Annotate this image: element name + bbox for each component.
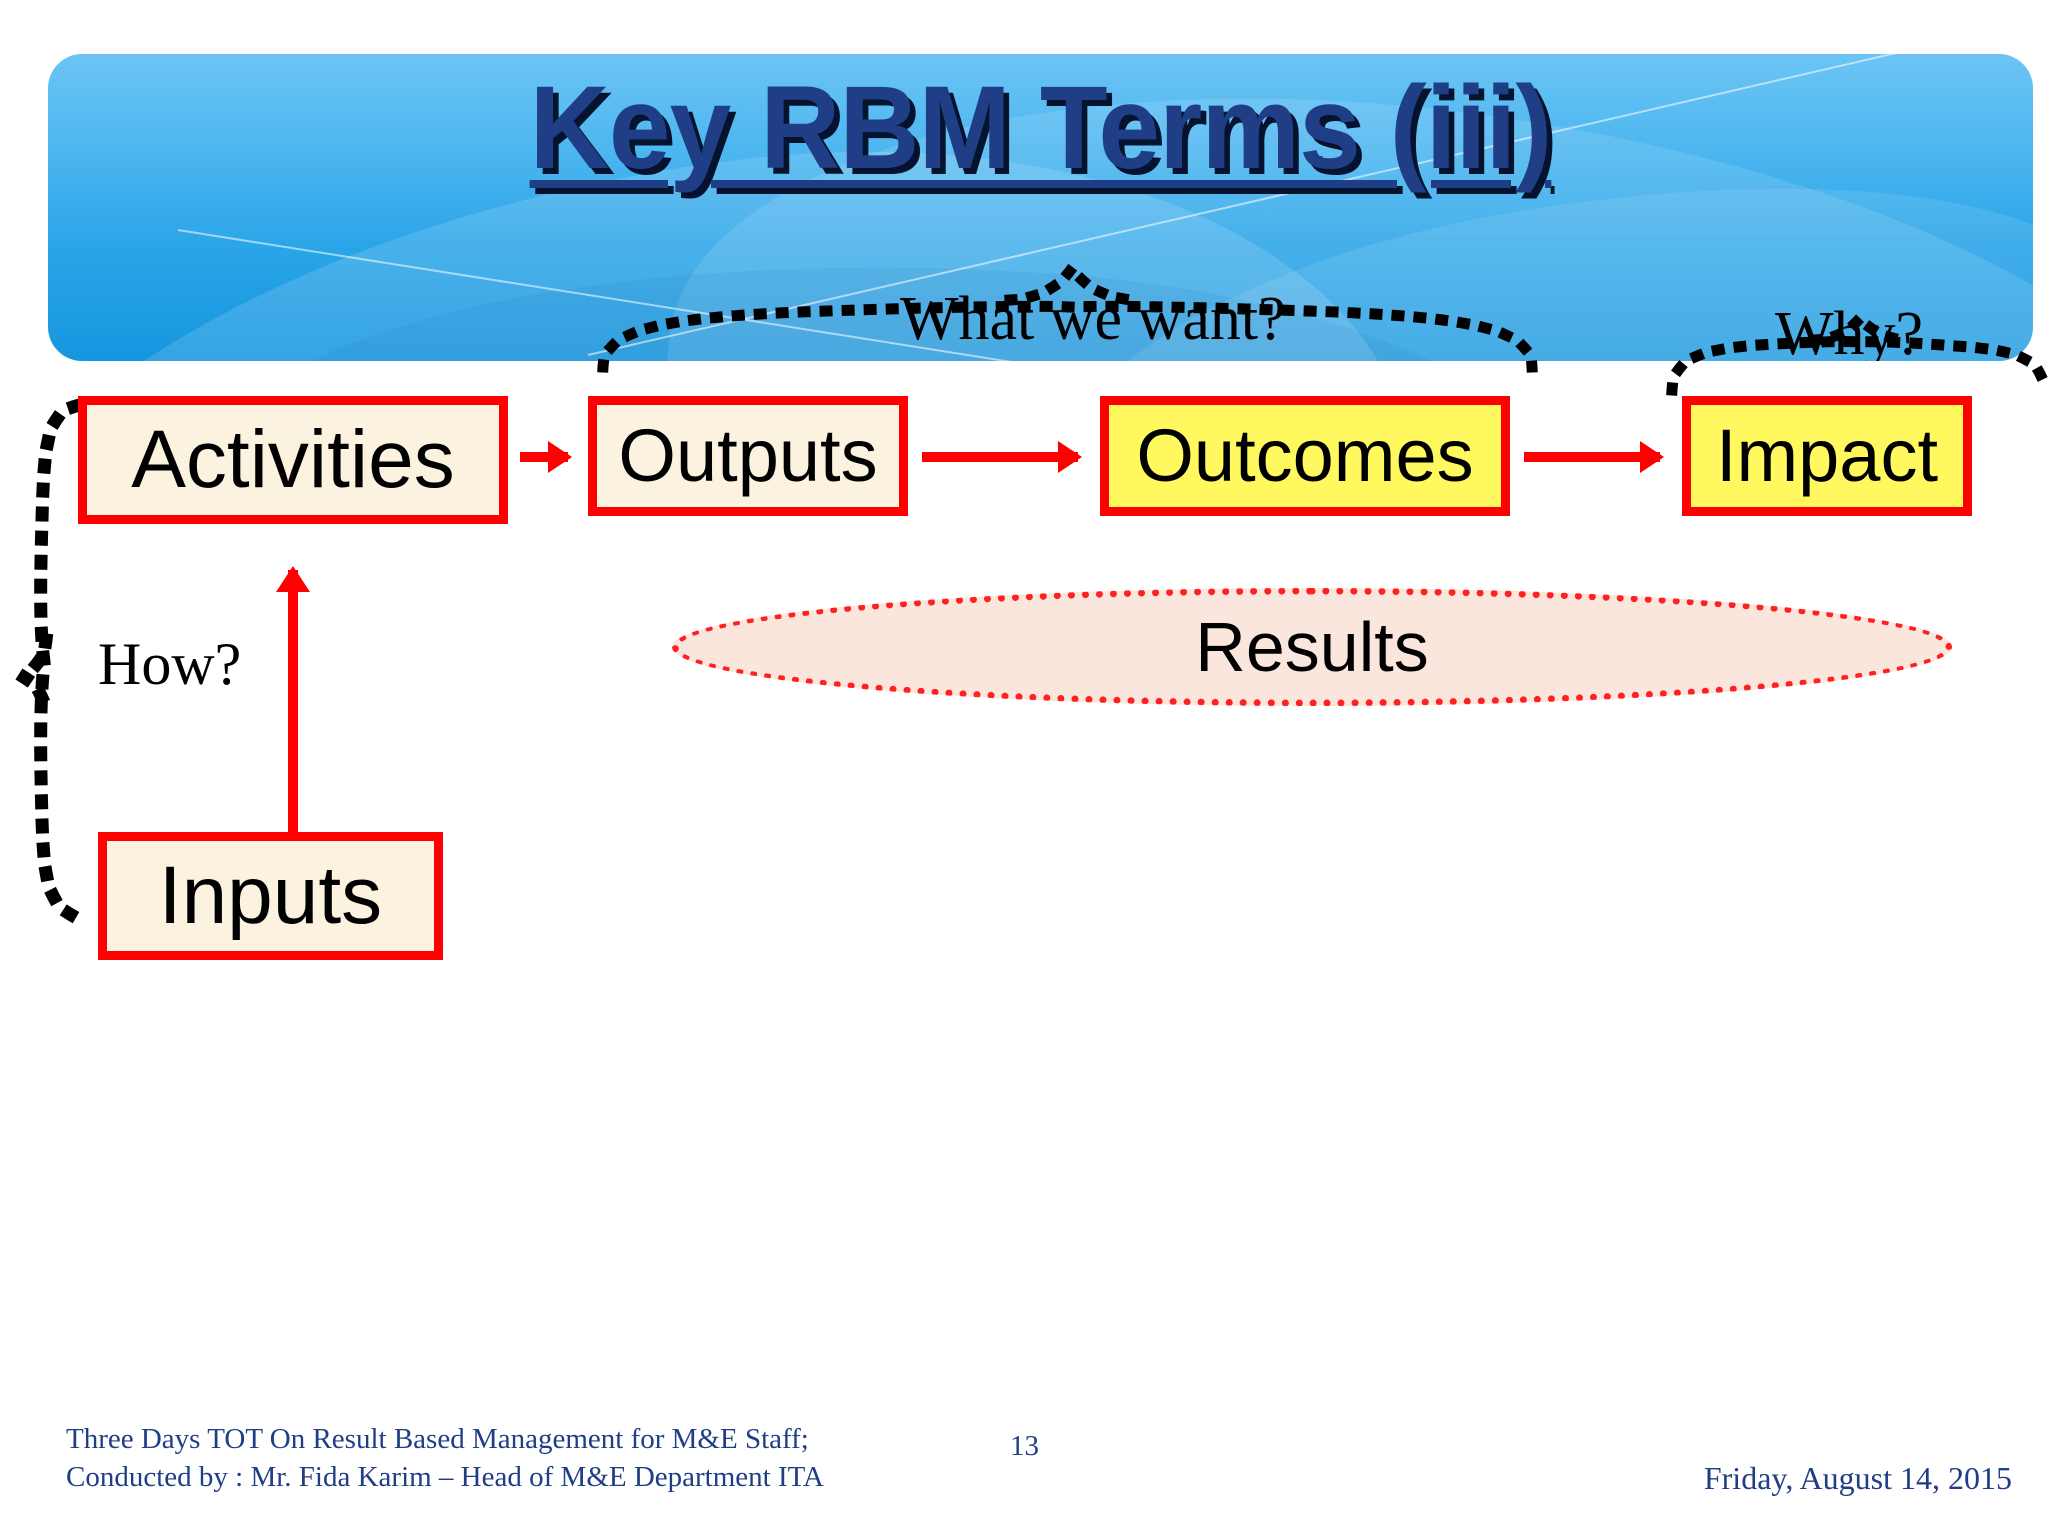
label-why: Why? — [1775, 300, 1924, 361]
flow-box-outcomes[interactable]: Outcomes — [1100, 396, 1510, 516]
arrow-outcomes-to-impact-icon — [1524, 452, 1660, 462]
flow-box-activities[interactable]: Activities — [78, 396, 508, 524]
footer-note-line1: Three Days TOT On Result Based Managemen… — [66, 1423, 809, 1455]
footer-note: Three Days TOT On Result Based Managemen… — [66, 1420, 824, 1497]
footer-note-line2: Conducted by : Mr. Fida Karim – Head of … — [66, 1461, 824, 1494]
footer-date: Friday, August 14, 2015 — [1703, 1460, 2012, 1496]
flow-box-inputs[interactable]: Inputs — [98, 832, 443, 960]
brace-how-peak — [8, 632, 54, 722]
flow-box-outputs[interactable]: Outputs — [588, 396, 908, 516]
footer-page-number: 13 — [1010, 1430, 1039, 1462]
brace-how — [34, 397, 87, 927]
slide-title: Key RBM Terms (iii) — [529, 62, 1553, 194]
arrow-outputs-to-outcomes-icon — [922, 452, 1078, 462]
label-how: How? — [98, 631, 242, 697]
arrow-inputs-to-activities-icon — [288, 570, 298, 832]
label-what-we-want: What we want? — [900, 285, 1286, 353]
results-ellipse: Results — [672, 588, 1952, 706]
arrow-activities-to-outputs-icon — [520, 452, 568, 462]
flow-box-impact[interactable]: Impact — [1682, 396, 1972, 516]
title-banner: Key RBM Terms (iii) What we want? Why? — [48, 54, 2033, 361]
